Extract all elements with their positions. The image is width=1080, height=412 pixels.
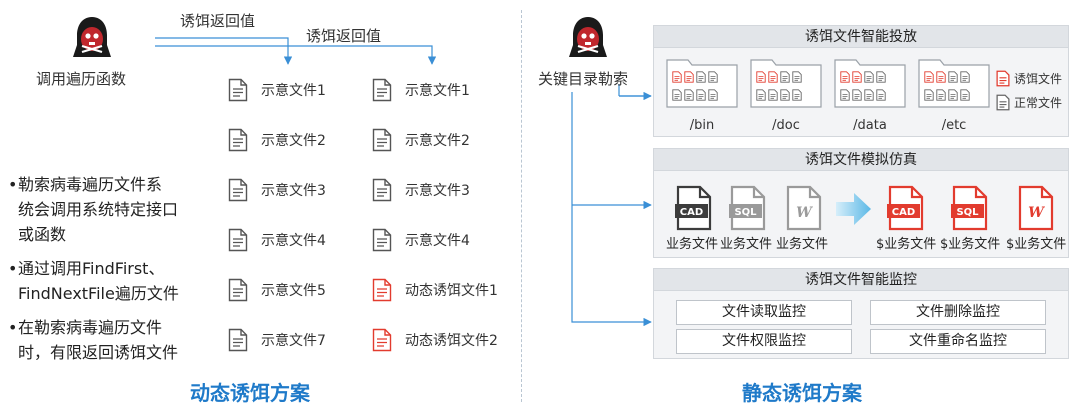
file-label: 动态诱饵文件2 — [405, 333, 498, 349]
svg-text:SQL: SQL — [734, 207, 757, 218]
bullet-item: • 在勒索病毒遍历文件时，有限返回诱饵文件 — [8, 318, 179, 362]
list-item: 示意文件5 — [228, 278, 326, 302]
bait-file-label: $业务文件 — [940, 237, 1001, 252]
list-item: 示意文件3 — [372, 178, 470, 202]
panel-title: 诱饵文件智能监控 — [654, 269, 1068, 291]
file-label: 动态诱饵文件1 — [405, 283, 498, 299]
return-label-2: 诱饵返回值 — [306, 27, 382, 45]
document-icon — [228, 128, 248, 152]
bait-file-icon — [996, 70, 1010, 87]
file-label: 示意文件3 — [405, 183, 470, 199]
document-icon — [228, 228, 248, 252]
file-label: 业务文件 — [776, 237, 829, 252]
panel-title: 诱饵文件模拟仿真 — [654, 149, 1068, 171]
bullet-item: • 通过调用FindFirst、FindNextFile遍历文件 — [8, 259, 179, 303]
list-item: 示意文件1 — [372, 78, 470, 102]
panel-title: 诱饵文件智能投放 — [654, 26, 1068, 48]
section-divider — [521, 10, 522, 402]
return-label-1: 诱饵返回值 — [180, 12, 256, 30]
word-file-icon: W — [786, 185, 822, 231]
folder-label: /data — [853, 118, 887, 133]
file-label: 示意文件7 — [261, 333, 326, 349]
list-item-bait: 动态诱饵文件2 — [372, 328, 498, 352]
svg-text:CAD: CAD — [892, 207, 915, 218]
file-delete-monitor-button[interactable]: 文件删除监控 — [870, 300, 1046, 325]
left-flow-arrows — [155, 37, 437, 65]
dynamic-scheme-title: 动态诱饵方案 — [190, 381, 310, 405]
list-item: 示意文件7 — [228, 328, 326, 352]
folder-label: /bin — [689, 118, 715, 133]
file-label: 示意文件1 — [405, 83, 470, 99]
bait-file-label: $业务文件 — [876, 237, 937, 252]
sql-file-icon: SQL — [729, 185, 766, 231]
document-icon — [228, 178, 248, 202]
file-label: 示意文件3 — [261, 183, 326, 199]
caller-label: 调用遍历函数 — [36, 70, 127, 88]
hacker-icon — [69, 15, 115, 61]
list-item: 示意文件2 — [228, 128, 326, 152]
folder-label: /doc — [772, 118, 800, 133]
list-item: 示意文件4 — [228, 228, 326, 252]
document-icon — [228, 278, 248, 302]
bait-document-icon — [372, 278, 392, 302]
panel-bait-deployment: 诱饵文件智能投放 /bin /doc /data /etc 诱饵文件 正常文件 — [653, 25, 1069, 137]
file-label: 示意文件2 — [405, 133, 470, 149]
panel-bait-simulation: 诱饵文件模拟仿真 CAD SQL W CAD SQL W 业务文件 业务文件 业… — [653, 148, 1069, 258]
bait-file-label: $业务文件 — [1006, 237, 1067, 252]
bait-document-icon — [372, 328, 392, 352]
file-label: 示意文件1 — [261, 83, 326, 99]
list-item: 示意文件3 — [228, 178, 326, 202]
file-label: 示意文件5 — [261, 283, 326, 299]
file-label: 示意文件4 — [405, 233, 470, 249]
file-label: 业务文件 — [720, 237, 773, 252]
file-permission-monitor-button[interactable]: 文件权限监控 — [676, 329, 852, 354]
folder-label: /etc — [941, 118, 967, 133]
bait-sql-file-icon: SQL — [951, 185, 988, 231]
bullet-item: • 勒索病毒遍历文件系统会调用系统特定接口或函数 — [8, 175, 179, 244]
file-label: 业务文件 — [666, 237, 719, 252]
svg-text:CAD: CAD — [680, 207, 703, 218]
bullet-list: • 勒索病毒遍历文件系统会调用系统特定接口或函数 • 通过调用FindFirst… — [8, 172, 213, 374]
list-item: 示意文件2 — [372, 128, 470, 152]
bait-word-file-icon: W — [1018, 185, 1054, 231]
file-label: 示意文件2 — [261, 133, 326, 149]
hacker-icon — [565, 15, 611, 61]
document-icon — [228, 78, 248, 102]
svg-text:W: W — [796, 205, 813, 221]
attacker-label: 关键目录勒索 — [538, 70, 629, 88]
svg-text:W: W — [1028, 205, 1045, 221]
document-icon — [372, 128, 392, 152]
file-label: 示意文件4 — [261, 233, 326, 249]
normal-file-icon — [996, 94, 1010, 111]
list-item: 示意文件4 — [372, 228, 470, 252]
legend-bait: 诱饵文件 — [996, 70, 1062, 87]
cad-file-icon: CAD — [675, 185, 712, 231]
svg-text:SQL: SQL — [956, 207, 979, 218]
static-scheme-title: 静态诱饵方案 — [742, 381, 862, 405]
document-icon — [372, 228, 392, 252]
panel-bait-monitoring: 诱饵文件智能监控 文件读取监控 文件删除监控 文件权限监控 文件重命名监控 — [653, 268, 1069, 359]
list-item: 示意文件1 — [228, 78, 326, 102]
legend-normal: 正常文件 — [996, 94, 1062, 111]
list-item-bait: 动态诱饵文件1 — [372, 278, 498, 302]
file-rename-monitor-button[interactable]: 文件重命名监控 — [870, 329, 1046, 354]
transform-arrow-icon — [836, 193, 871, 225]
right-flow-arrows — [571, 84, 652, 327]
bait-cad-file-icon: CAD — [887, 185, 924, 231]
file-read-monitor-button[interactable]: 文件读取监控 — [676, 300, 852, 325]
document-icon — [372, 78, 392, 102]
document-icon — [372, 178, 392, 202]
document-icon — [228, 328, 248, 352]
